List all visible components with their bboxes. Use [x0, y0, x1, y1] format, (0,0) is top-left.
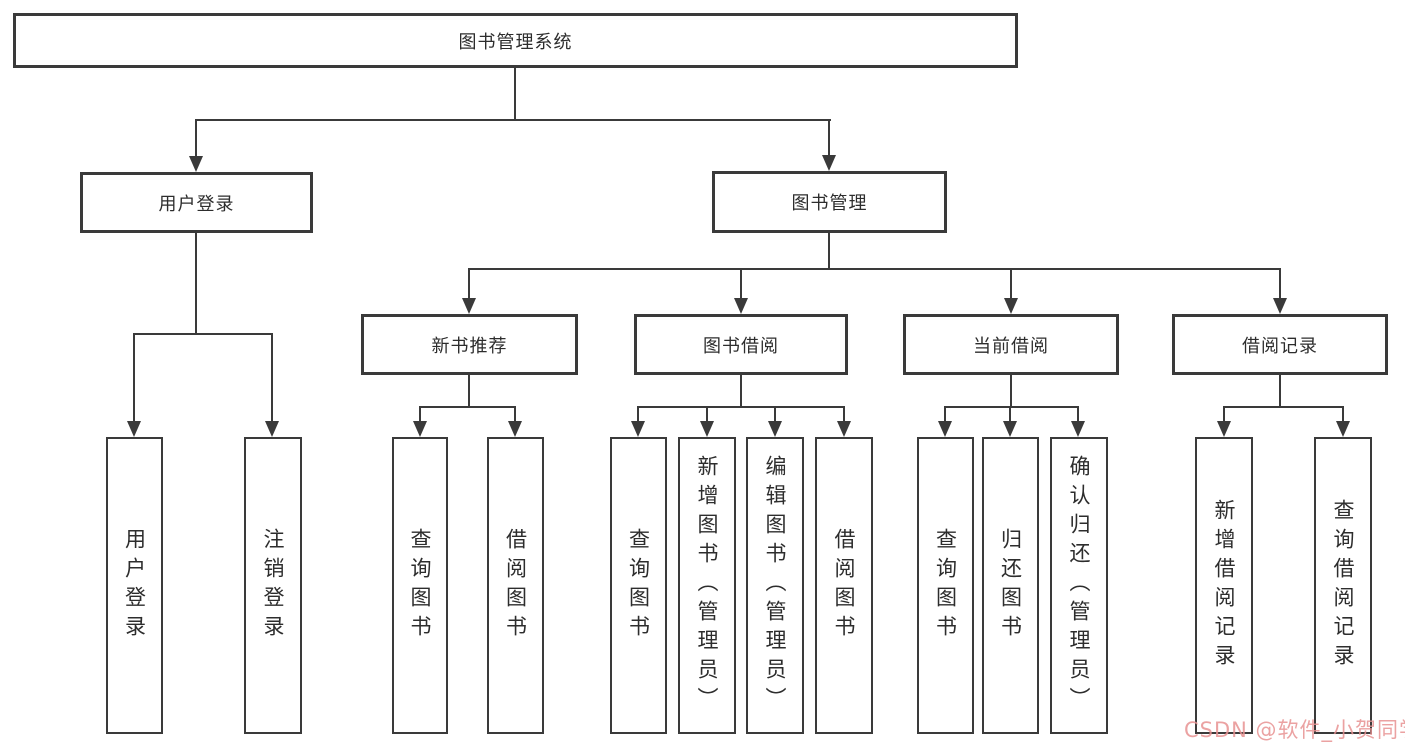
- connector-arrow-stem-current: [1010, 268, 1012, 300]
- connector-arrow-stem-nb-query: [419, 406, 421, 424]
- connector-level3-rail: [469, 268, 1281, 270]
- arrowhead-borrow: [734, 298, 748, 314]
- leaf-borrow-query: 查询图书: [610, 437, 667, 734]
- arrowhead-r-query: [1336, 421, 1350, 437]
- arrowhead-leaf-login: [127, 421, 141, 437]
- leaf-current-query: 查询图书: [917, 437, 974, 734]
- arrowhead-b-query: [631, 421, 645, 437]
- node-root-library-system: 图书管理系统: [13, 13, 1018, 68]
- connector-arrow-stem-book-mgmt: [828, 119, 830, 159]
- connector-arrow-stem-nb-borrow: [514, 406, 516, 424]
- connector-level2-rail: [196, 119, 831, 121]
- leaf-records-query: 查询借阅记录: [1314, 437, 1372, 734]
- connector-new-book-rail: [419, 406, 516, 408]
- connector-user-login-rail: [133, 333, 273, 335]
- node-book-management: 图书管理: [712, 171, 947, 233]
- arrowhead-new-book: [462, 298, 476, 314]
- csdn-watermark: CSDN @软件_小贺同学: [1184, 718, 1405, 742]
- leaf-records-add: 新增借阅记录: [1195, 437, 1253, 734]
- arrowhead-b-borrow: [837, 421, 851, 437]
- node-borrow-records: 借阅记录: [1172, 314, 1388, 375]
- connector-arrow-stem-c-confirm: [1077, 406, 1079, 424]
- leaf-newbook-borrow: 借阅图书: [487, 437, 544, 734]
- arrowhead-b-edit: [768, 421, 782, 437]
- arrowhead-c-confirm: [1071, 421, 1085, 437]
- arrowhead-leaf-logout: [265, 421, 279, 437]
- connector-records-rail: [1223, 406, 1343, 408]
- arrowhead-r-add: [1217, 421, 1231, 437]
- node-user-login: 用户登录: [80, 172, 313, 233]
- connector-new-book-stem: [468, 375, 470, 408]
- leaf-current-confirm-admin: 确认归还（管理员）: [1050, 437, 1108, 734]
- connector-arrow-stem-leaf-logout: [271, 333, 273, 423]
- connector-current-stem: [1010, 375, 1012, 408]
- arrowhead-user-login: [189, 156, 203, 172]
- leaf-user-login: 用户登录: [106, 437, 163, 734]
- node-current-borrow: 当前借阅: [903, 314, 1119, 375]
- arrowhead-records: [1273, 298, 1287, 314]
- arrowhead-c-return: [1003, 421, 1017, 437]
- arrowhead-b-add: [700, 421, 714, 437]
- connector-arrow-stem-leaf-login: [133, 333, 135, 423]
- arrowhead-nb-query: [413, 421, 427, 437]
- connector-records-stem: [1279, 375, 1281, 408]
- connector-arrow-stem-records: [1279, 268, 1281, 300]
- connector-borrow-rail: [637, 406, 845, 408]
- connector-arrow-stem-new-book: [468, 268, 470, 300]
- connector-borrow-stem: [740, 375, 742, 408]
- arrowhead-current: [1004, 298, 1018, 314]
- arrowhead-c-query: [938, 421, 952, 437]
- leaf-logout: 注销登录: [244, 437, 302, 734]
- connector-user-login-stem: [195, 233, 197, 335]
- connector-arrow-stem-b-query: [637, 406, 639, 424]
- leaf-current-return: 归还图书: [982, 437, 1039, 734]
- connector-arrow-stem-b-borrow: [843, 406, 845, 424]
- connector-current-rail: [944, 406, 1079, 408]
- connector-arrow-stem-r-query: [1342, 406, 1344, 424]
- connector-root-stem: [514, 67, 516, 120]
- connector-arrow-stem-b-add: [706, 406, 708, 424]
- connector-book-mgmt-stem: [828, 233, 830, 269]
- arrowhead-nb-borrow: [508, 421, 522, 437]
- leaf-borrow-edit-admin: 编辑图书（管理员）: [746, 437, 804, 734]
- leaf-borrow-borrow: 借阅图书: [815, 437, 873, 734]
- leaf-borrow-add-admin: 新增图书（管理员）: [678, 437, 736, 734]
- connector-arrow-stem-r-add: [1223, 406, 1225, 424]
- connector-arrow-stem-c-return: [1009, 406, 1011, 424]
- connector-arrow-stem-b-edit: [774, 406, 776, 424]
- node-book-borrow: 图书借阅: [634, 314, 848, 375]
- node-new-book-recommend: 新书推荐: [361, 314, 578, 375]
- leaf-newbook-query: 查询图书: [392, 437, 448, 734]
- connector-arrow-stem-borrow: [740, 268, 742, 300]
- connector-arrow-stem-user-login: [195, 119, 197, 159]
- connector-arrow-stem-c-query: [944, 406, 946, 424]
- arrowhead-book-mgmt: [822, 155, 836, 171]
